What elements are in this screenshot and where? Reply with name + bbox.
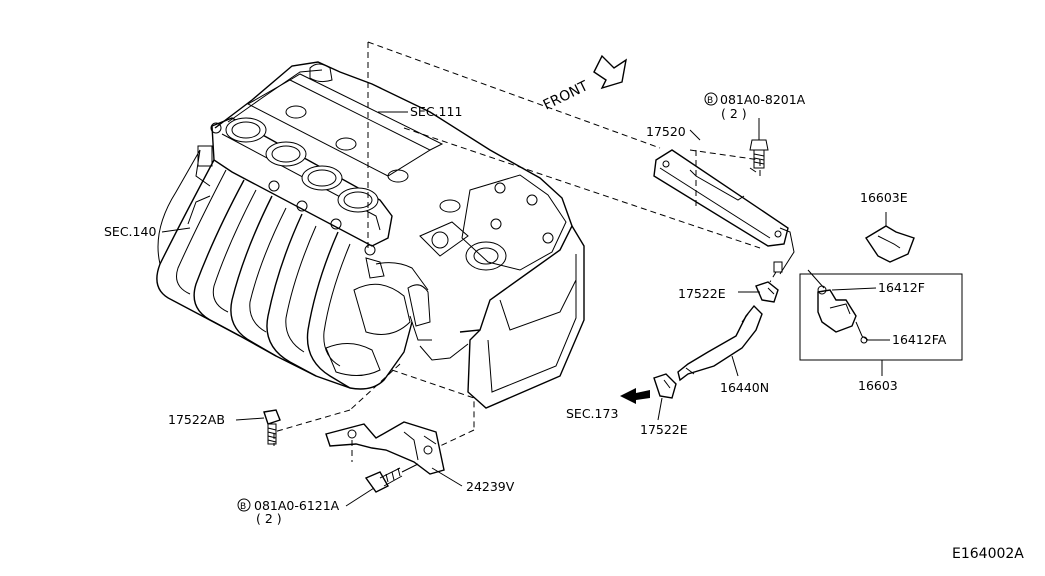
bolt-symbol-text: B xyxy=(707,96,713,106)
label-16603: 16603 xyxy=(858,378,898,393)
label-bolt-bottom: 081A0-6121A xyxy=(254,498,340,513)
label-17522AB: 17522AB xyxy=(168,412,225,427)
assembly-reference-lines xyxy=(273,41,777,462)
label-16412FA: 16412FA xyxy=(892,332,947,347)
bolt-081A0-6121A xyxy=(364,463,419,493)
label-front: FRONT xyxy=(541,78,591,114)
label-bolt-top-qty: ( 2 ) xyxy=(721,106,747,121)
bolt-symbol-text: B xyxy=(240,502,246,512)
bolt-symbol-bottom: B xyxy=(237,498,251,512)
hose-clamp-17522E-upper xyxy=(755,281,779,303)
label-17520: 17520 xyxy=(646,124,686,139)
fuel-hose-16440N xyxy=(677,304,763,382)
bolt-081A0-8201A xyxy=(749,118,769,169)
bracket-24239V xyxy=(325,421,445,475)
label-bolt-top: 081A0-8201A xyxy=(720,92,806,107)
label-24239V: 24239V xyxy=(466,479,515,494)
engine-cylinder-head xyxy=(214,61,585,409)
bolt-17522AB xyxy=(263,409,281,445)
sec173-direction-arrow xyxy=(620,388,650,404)
intake-manifold xyxy=(156,117,429,390)
label-bolt-bottom-qty: ( 2 ) xyxy=(256,511,282,526)
label-16412F: 16412F xyxy=(878,280,925,295)
label-sec173: SEC.173 xyxy=(566,406,618,421)
bolt-symbol-top: B xyxy=(704,92,718,106)
injector-assembly-16603 xyxy=(799,269,963,376)
label-16603E: 16603E xyxy=(860,190,908,205)
hose-clamp-17522E-lower xyxy=(653,373,677,399)
label-17522E-lower: 17522E xyxy=(640,422,688,437)
diagram-code: E164002A xyxy=(952,546,1024,562)
front-direction-arrow xyxy=(593,54,627,90)
label-sec111: SEC.111 xyxy=(410,104,462,119)
label-16440N: 16440N xyxy=(720,380,769,395)
fuel-rail-17520 xyxy=(653,149,795,275)
label-17522E-upper: 17522E xyxy=(678,286,726,301)
injector-clip-16603E xyxy=(865,212,915,263)
leader-lines xyxy=(161,111,890,507)
label-sec140: SEC.140 xyxy=(104,224,156,239)
